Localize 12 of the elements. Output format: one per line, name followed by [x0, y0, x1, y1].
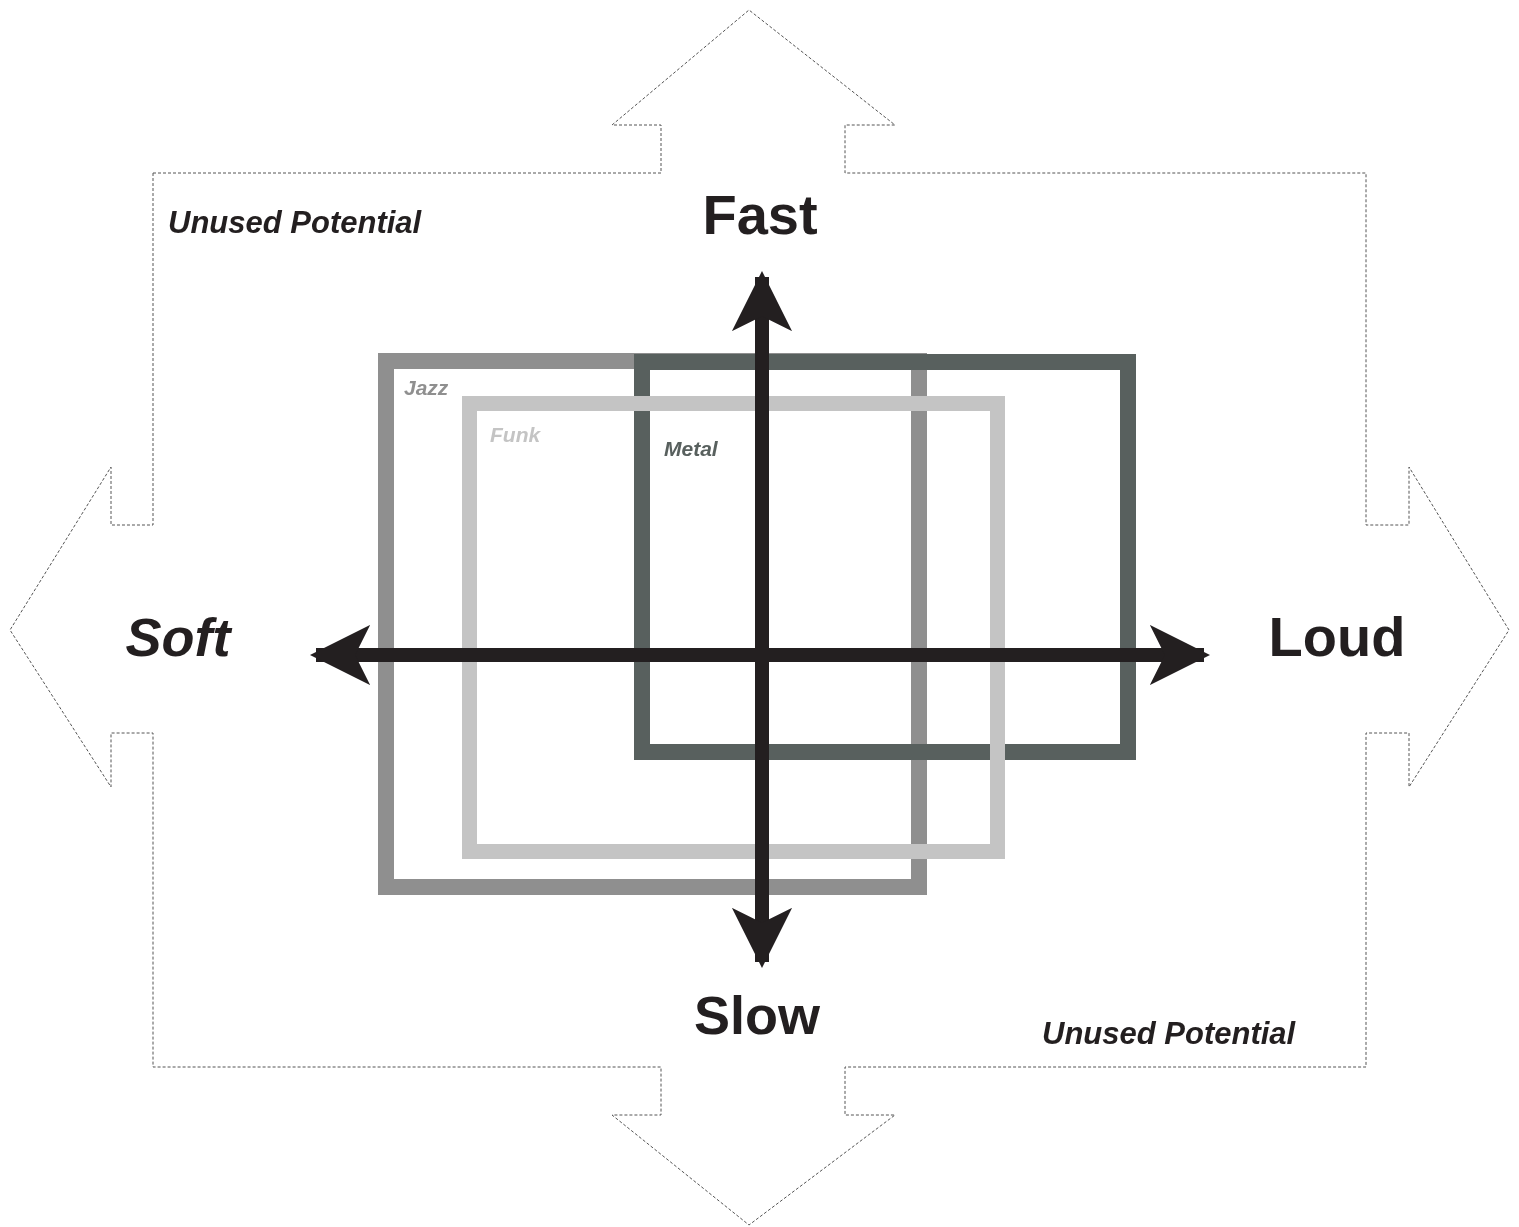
genre-frame	[634, 354, 1136, 760]
genre-label: Funk	[490, 423, 541, 445]
axis-label: Loud	[1268, 609, 1406, 665]
genre-label: Metal	[664, 437, 718, 459]
axis-label: Soft	[125, 610, 231, 664]
axis-label: Slow	[694, 988, 820, 1042]
region-label: Unused Potential	[1042, 1017, 1296, 1049]
genre-frame	[378, 353, 927, 895]
genre-frame	[462, 396, 1005, 859]
axis-label: Fast	[702, 187, 818, 243]
genre-label: Jazz	[404, 376, 449, 398]
region-label: Unused Potential	[168, 206, 422, 238]
